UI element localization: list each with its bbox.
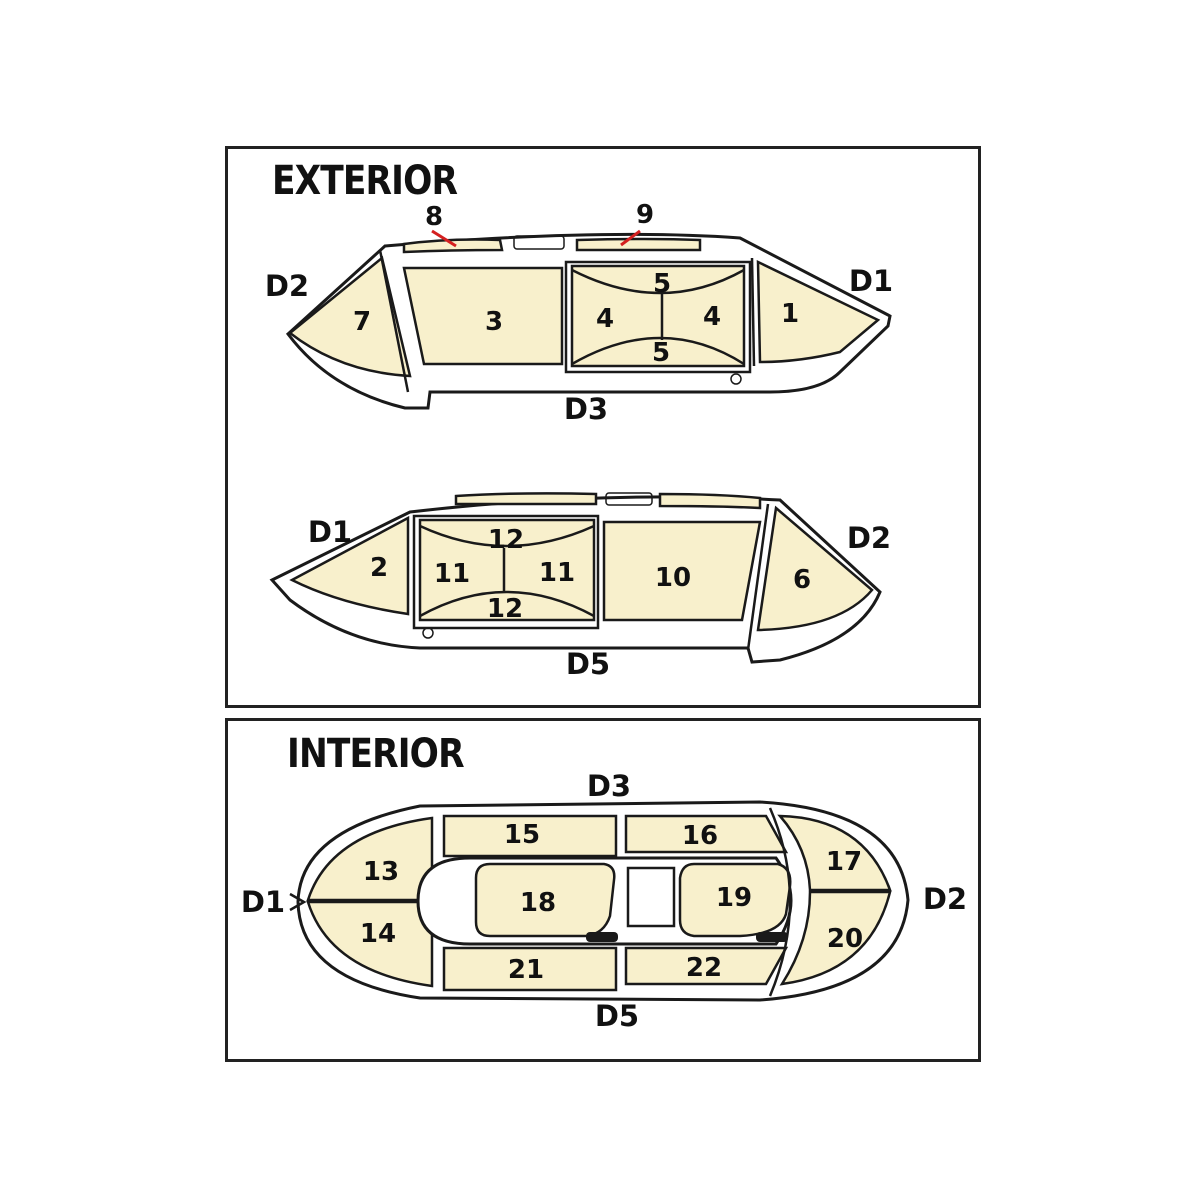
- seat-latch-right: [756, 932, 788, 942]
- pad-12-label-bottom: 12: [487, 594, 523, 624]
- seat-latch-left: [586, 932, 618, 942]
- interior-door-d5-label: D5: [595, 999, 639, 1033]
- pad-4-label-right: 4: [703, 302, 721, 332]
- pad-2: [289, 515, 410, 616]
- port-door-d2-label: D2: [847, 521, 891, 555]
- front-post: [750, 257, 756, 367]
- pad-5-bottom-curve: [571, 336, 745, 366]
- pad-12-top-curve: [419, 524, 595, 548]
- pad-20-label: 20: [827, 924, 863, 954]
- pad-9-marker: [620, 229, 641, 247]
- pad-19-label: 19: [716, 883, 752, 913]
- pad-15-label: 15: [504, 820, 540, 850]
- pad-14-label: 14: [360, 919, 396, 949]
- pad-3-label: 3: [485, 307, 503, 337]
- pad-17-label: 17: [826, 847, 862, 877]
- port-door-d1-label: D1: [308, 515, 352, 549]
- drain-hole-port: [422, 627, 434, 639]
- port-door-frame: [412, 514, 600, 630]
- pad-1: [756, 259, 881, 364]
- port-side-view: 2 11 11 12 12 10 6 D1 D2 D5: [269, 492, 891, 681]
- pad-6: [756, 505, 874, 632]
- interior-door-d1-label: D1: [241, 885, 285, 919]
- pad-13-label: 13: [363, 857, 399, 887]
- bow-pointer: [289, 892, 307, 912]
- pad-21: [442, 946, 618, 992]
- drain-hole: [730, 373, 742, 385]
- interior-heading: INTERIOR: [287, 731, 465, 777]
- pad-11-label-right: 11: [539, 558, 575, 588]
- pad-16-label: 16: [682, 821, 718, 851]
- pad-16: [624, 814, 789, 854]
- console-box: [626, 866, 676, 928]
- rear-post-port: [746, 503, 770, 651]
- pad-9-label: 9: [636, 200, 654, 230]
- pad-15: [442, 814, 618, 858]
- side-door-frame: [564, 260, 752, 374]
- pad-12-bottom-curve: [419, 590, 595, 618]
- pad-7-label: 7: [353, 307, 371, 337]
- pad-22-label: 22: [686, 953, 722, 983]
- pad-8-marker: [431, 229, 457, 248]
- pad-20: [779, 890, 892, 986]
- pad-2-label: 2: [370, 553, 388, 583]
- pad-22: [624, 946, 789, 986]
- starboard-door-d2-label: D2: [265, 269, 309, 303]
- top-rail-center-cutout-port: [605, 492, 653, 506]
- top-rail-pad-right: [658, 492, 762, 510]
- pad-17: [777, 814, 892, 892]
- pad-5-label-bottom: 5: [652, 338, 670, 368]
- pad-9: [575, 237, 702, 252]
- pad-7: [287, 255, 412, 378]
- pad-1-label: 1: [781, 299, 799, 329]
- pad-3: [402, 266, 564, 366]
- pad-6-label: 6: [793, 565, 811, 595]
- port-door-d5-label: D5: [566, 647, 610, 681]
- pad-10-label: 10: [655, 563, 691, 593]
- pad-12-label-top: 12: [488, 525, 524, 555]
- pad-5-top-curve: [571, 268, 745, 295]
- rear-post: [378, 249, 410, 393]
- pad-10: [602, 520, 762, 622]
- top-rail-pad-left: [454, 492, 598, 506]
- starboard-side-view: 7 3 4 4 5 5 1 8 9 D2 D1 D3: [265, 200, 893, 426]
- pad-4-label-left: 4: [596, 304, 614, 334]
- pad-13: [306, 816, 434, 902]
- interior-top-view: 13 14 15 16 17 18 19 20 21 22 D1 D2 D3 D…: [241, 769, 967, 1033]
- exterior-heading: EXTERIOR: [272, 158, 458, 204]
- pad-5-label-top: 5: [653, 269, 671, 299]
- pad-11-label-left: 11: [434, 559, 470, 589]
- interior-door-d2-label: D2: [923, 882, 967, 916]
- interior-door-d3-label: D3: [587, 769, 631, 803]
- pad-8-label: 8: [425, 202, 443, 232]
- top-rail-center-cutout: [513, 235, 565, 250]
- starboard-door-d1-label: D1: [849, 264, 893, 298]
- starboard-door-d3-label: D3: [564, 392, 608, 426]
- pad-21-label: 21: [508, 955, 544, 985]
- pad-14: [306, 900, 434, 988]
- stern-bulkhead: [768, 807, 792, 997]
- pad-18-label: 18: [520, 888, 556, 918]
